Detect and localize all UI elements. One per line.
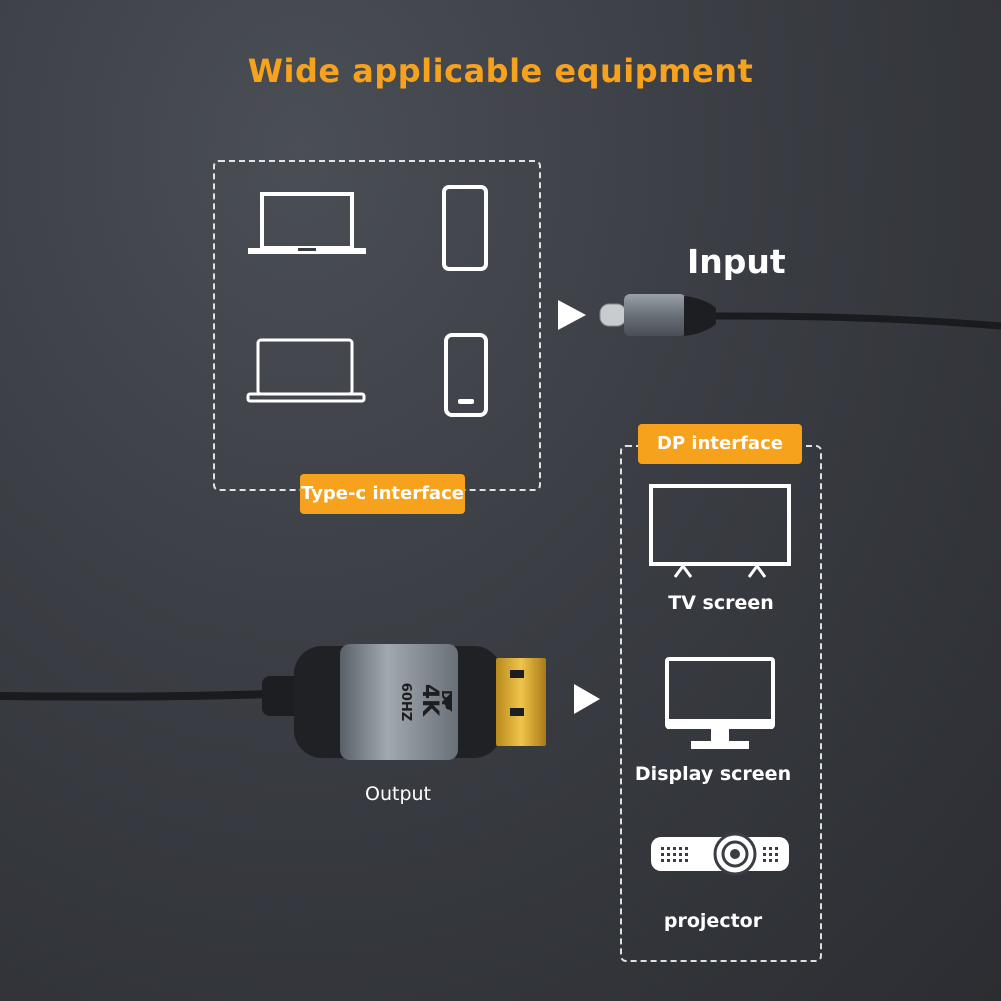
svg-text:4K: 4K bbox=[417, 684, 442, 717]
projector-label: projector bbox=[663, 910, 763, 932]
tv-icon bbox=[649, 484, 791, 578]
usb-c-cable bbox=[599, 294, 1001, 336]
dp-cable: 60HZ 4K DP bbox=[0, 644, 546, 760]
tv-screen-label: TV screen bbox=[668, 592, 774, 614]
type-c-interface-tag: Type-c interface bbox=[300, 474, 465, 514]
macbook-icon bbox=[246, 338, 366, 403]
display-screen-label: Display screen bbox=[634, 763, 792, 785]
input-label: Input bbox=[687, 242, 786, 281]
laptop-icon bbox=[248, 192, 366, 254]
input-arrow-icon bbox=[558, 300, 586, 330]
page-title: Wide applicable equipment bbox=[247, 52, 754, 90]
svg-text:60HZ: 60HZ bbox=[398, 683, 413, 721]
output-arrow-icon bbox=[574, 684, 600, 714]
dp-interface-tag: DP interface bbox=[638, 424, 802, 464]
tablet-icon bbox=[444, 333, 488, 417]
projector-icon bbox=[651, 832, 789, 876]
monitor-icon bbox=[665, 657, 775, 749]
output-label: Output bbox=[365, 783, 431, 805]
phone-icon bbox=[442, 185, 488, 271]
